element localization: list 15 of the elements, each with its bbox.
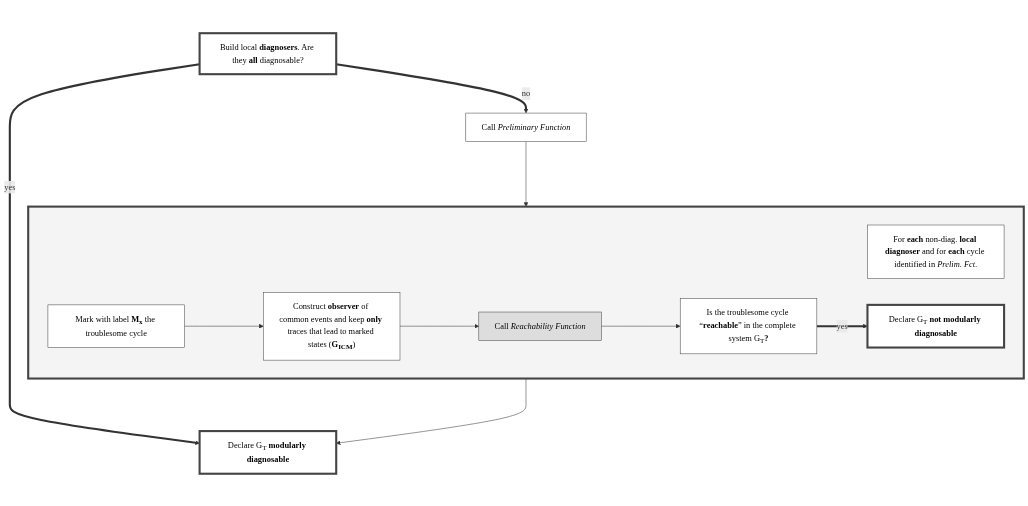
arrow	[8, 62, 200, 445]
node-box: Declare G$_{T}$ not modularly diagnosable	[866, 303, 1006, 349]
cluster	[27, 205, 1025, 380]
node-box: Mark with label M$_{x}$ the troublesome cycle	[47, 304, 185, 348]
node-box: Construct observer of common events and keep only traces that lead to marked states (G$_{ICM}$)	[263, 291, 401, 360]
node-box: Call Reachability Function	[478, 311, 602, 341]
node-box: Is the troublesome cycle “reachable” in the complete system G$_{T}$?	[679, 297, 818, 354]
edge-label: no	[521, 88, 531, 98]
edge-label: yes	[836, 321, 848, 330]
node-box: Call Preliminary Function	[465, 112, 587, 142]
node-box: For each non-diag. local diagnoser and for each cycle identified in Prelim. Fct.	[867, 224, 1005, 279]
arrow	[336, 62, 529, 113]
node-box: Build local diagnosers. Are they all diagnosable?	[198, 31, 338, 75]
node-box: Declare G$_{T}$ modularly diagnosable	[198, 429, 338, 475]
edge-label: yes	[4, 181, 16, 191]
